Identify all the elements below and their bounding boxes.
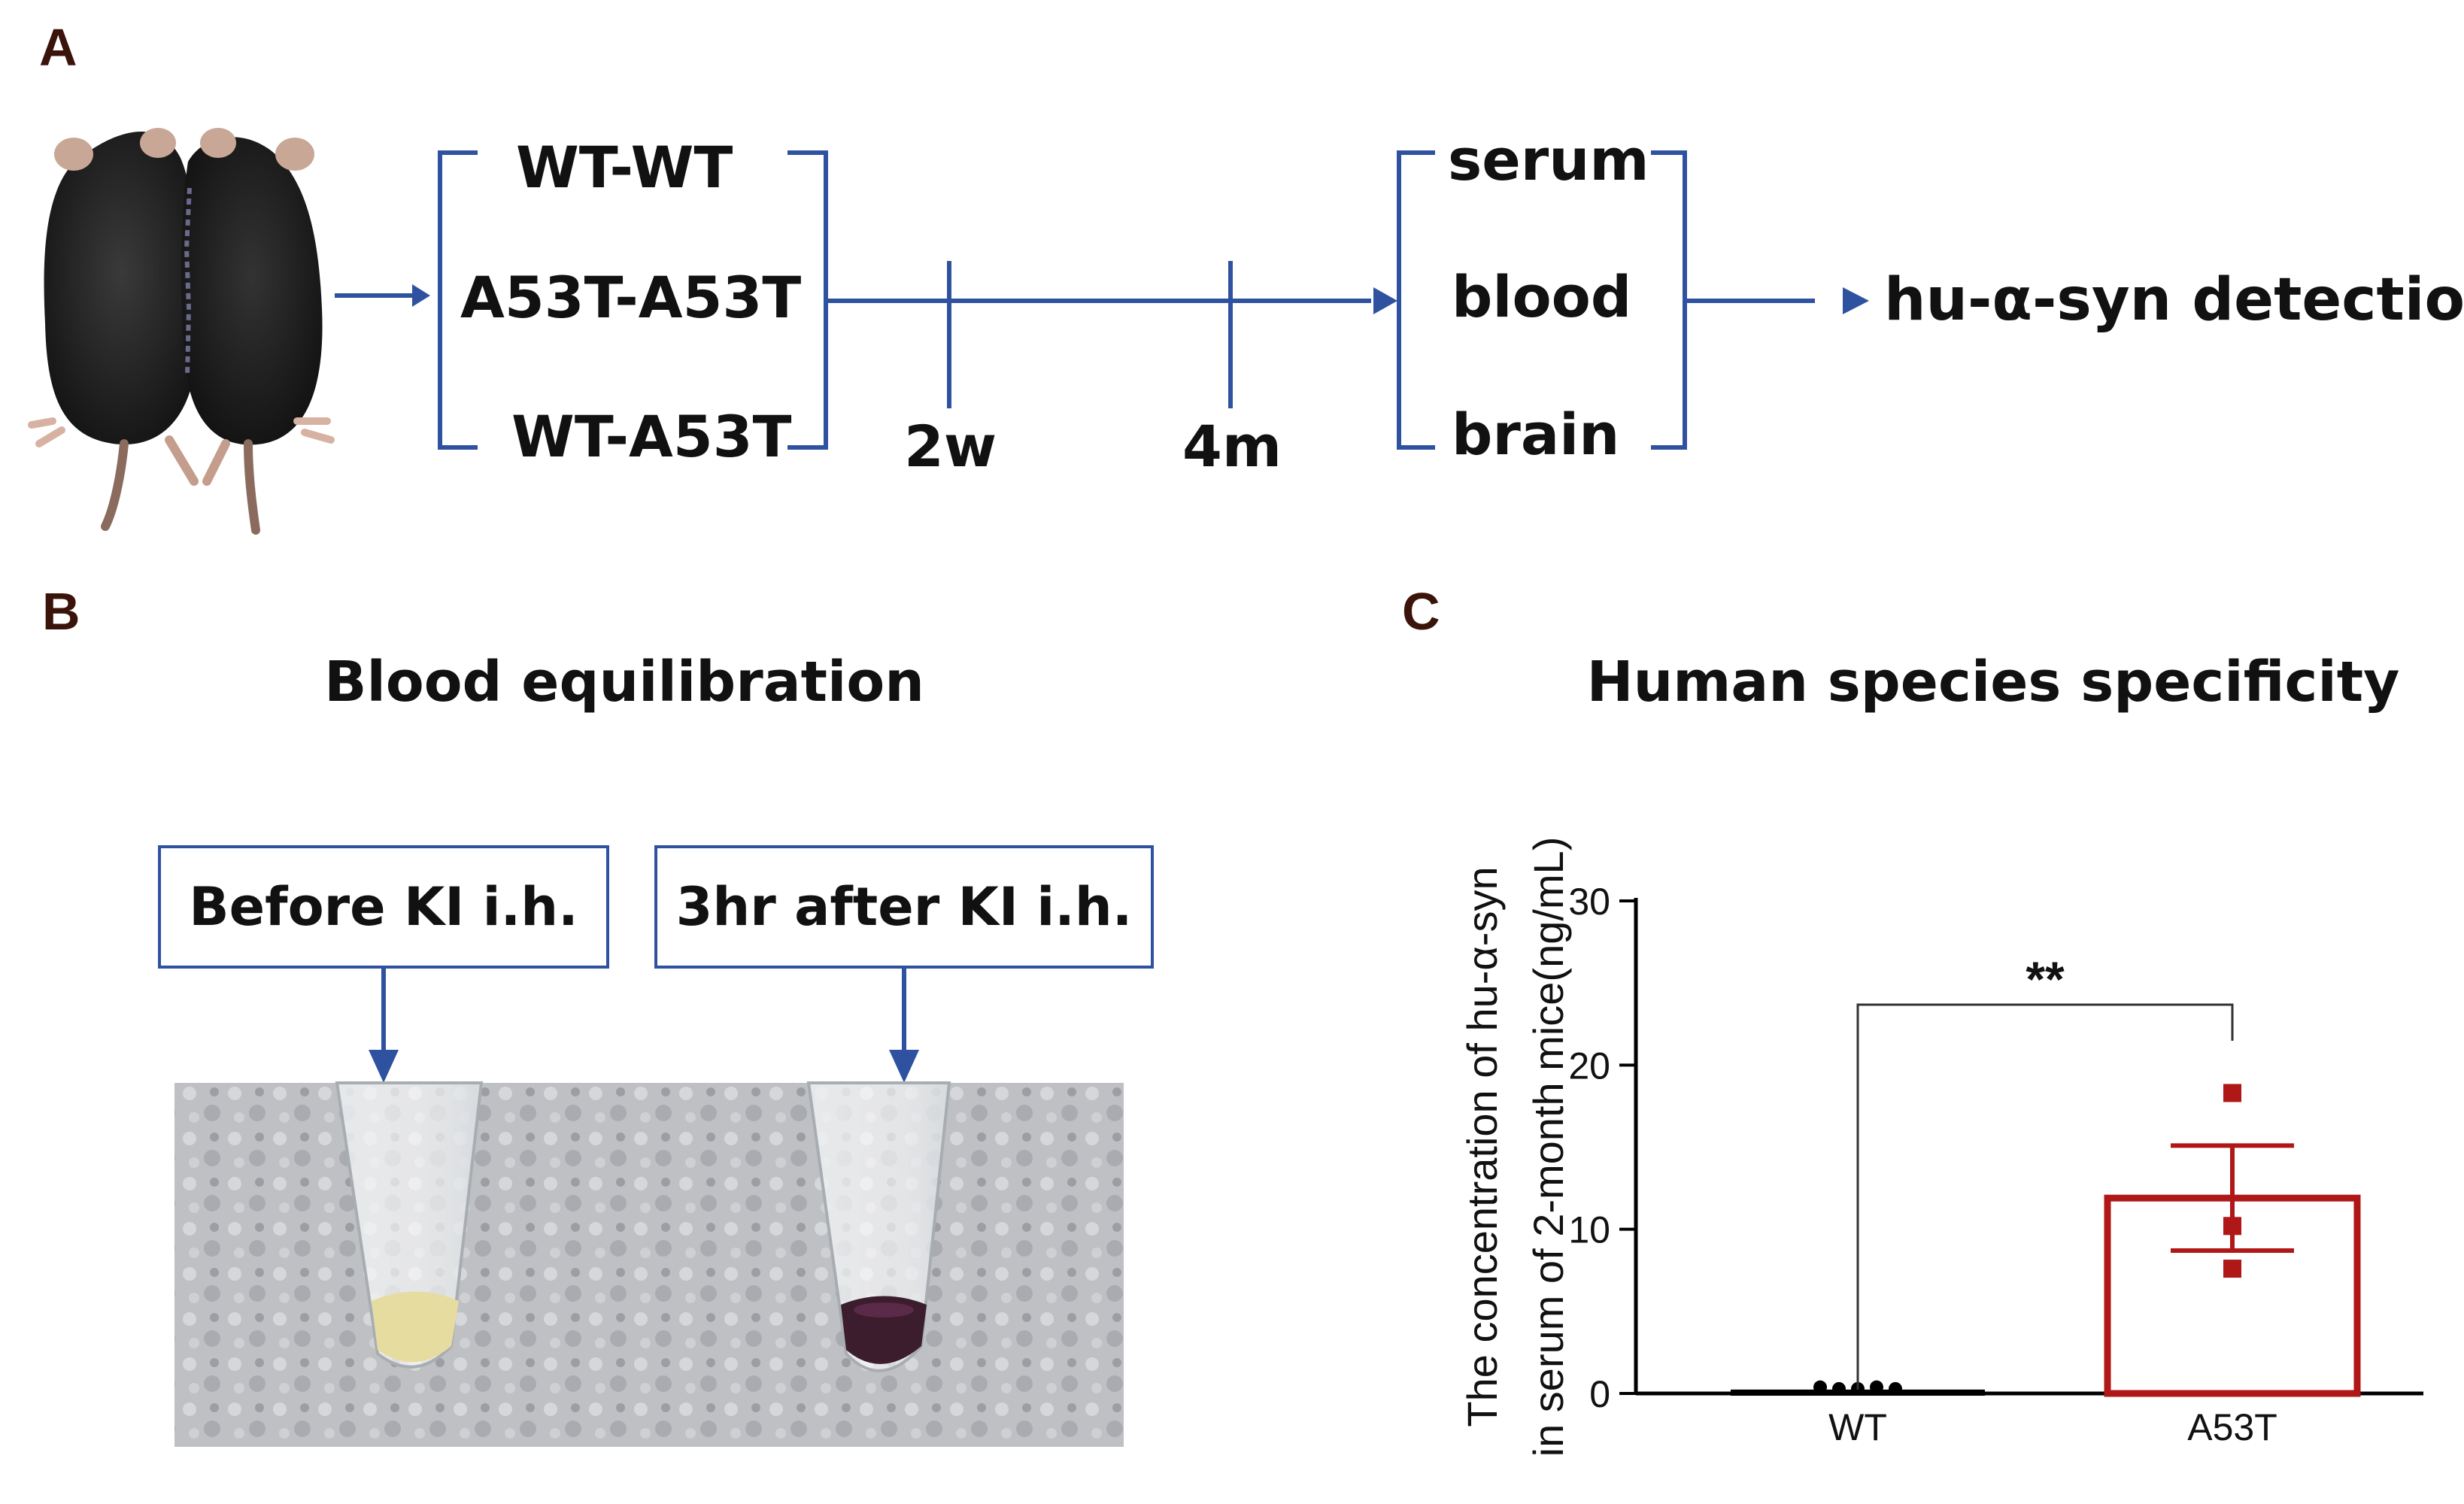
- timepoint-4m: 4m: [1182, 413, 1282, 480]
- y-tick-label: 0: [1589, 1373, 1610, 1415]
- y-tick-label: 30: [1568, 881, 1610, 923]
- panel-a-letter: A: [39, 18, 77, 77]
- panel-c-letter: C: [1402, 582, 1440, 641]
- group-a53t-a53t: A53T-A53T: [460, 264, 802, 331]
- significance-label: **: [2026, 951, 2065, 1007]
- x-tick-label: WT: [1828, 1406, 1887, 1448]
- panel-b-letter: B: [42, 582, 80, 641]
- data-point-a53t: [2223, 1217, 2241, 1236]
- y-axis-label-line: in serum of 2-month mice(ng/mL): [1525, 837, 1572, 1457]
- y-tick-label: 20: [1568, 1045, 1610, 1087]
- data-point-wt: [1889, 1381, 1902, 1396]
- data-point-a53t: [2223, 1260, 2241, 1278]
- data-point-wt: [1813, 1380, 1827, 1394]
- after-ki-label: 3hr after KI i.h.: [654, 845, 1154, 969]
- data-point-wt: [1870, 1380, 1883, 1394]
- group-wt-wt: WT-WT: [516, 134, 733, 201]
- data-point-wt: [1832, 1381, 1846, 1396]
- sample-brain: brain: [1452, 401, 1620, 468]
- x-tick-label: A53T: [2187, 1406, 2277, 1448]
- significance-bracket: [1856, 1003, 2234, 1390]
- group-wt-a53t: WT-A53T: [511, 403, 792, 470]
- y-tick-label: 10: [1568, 1209, 1610, 1251]
- detection-label: hu-α-syn detection: [1884, 266, 2464, 334]
- timepoint-2w: 2w: [904, 413, 997, 480]
- sample-serum: serum: [1448, 126, 1649, 193]
- data-point-a53t: [2223, 1084, 2241, 1102]
- y-axis-label: The concentration of hu-α-syn in serum of…: [1458, 837, 1572, 1457]
- y-axis-label-line: The concentration of hu-α-syn: [1458, 866, 1506, 1427]
- panel-c-title: Human species specificity: [1586, 650, 2400, 714]
- sample-blood: blood: [1452, 263, 1632, 330]
- before-ki-label: Before KI i.h.: [158, 845, 609, 969]
- panel-b-title: Blood equilibration: [324, 650, 924, 714]
